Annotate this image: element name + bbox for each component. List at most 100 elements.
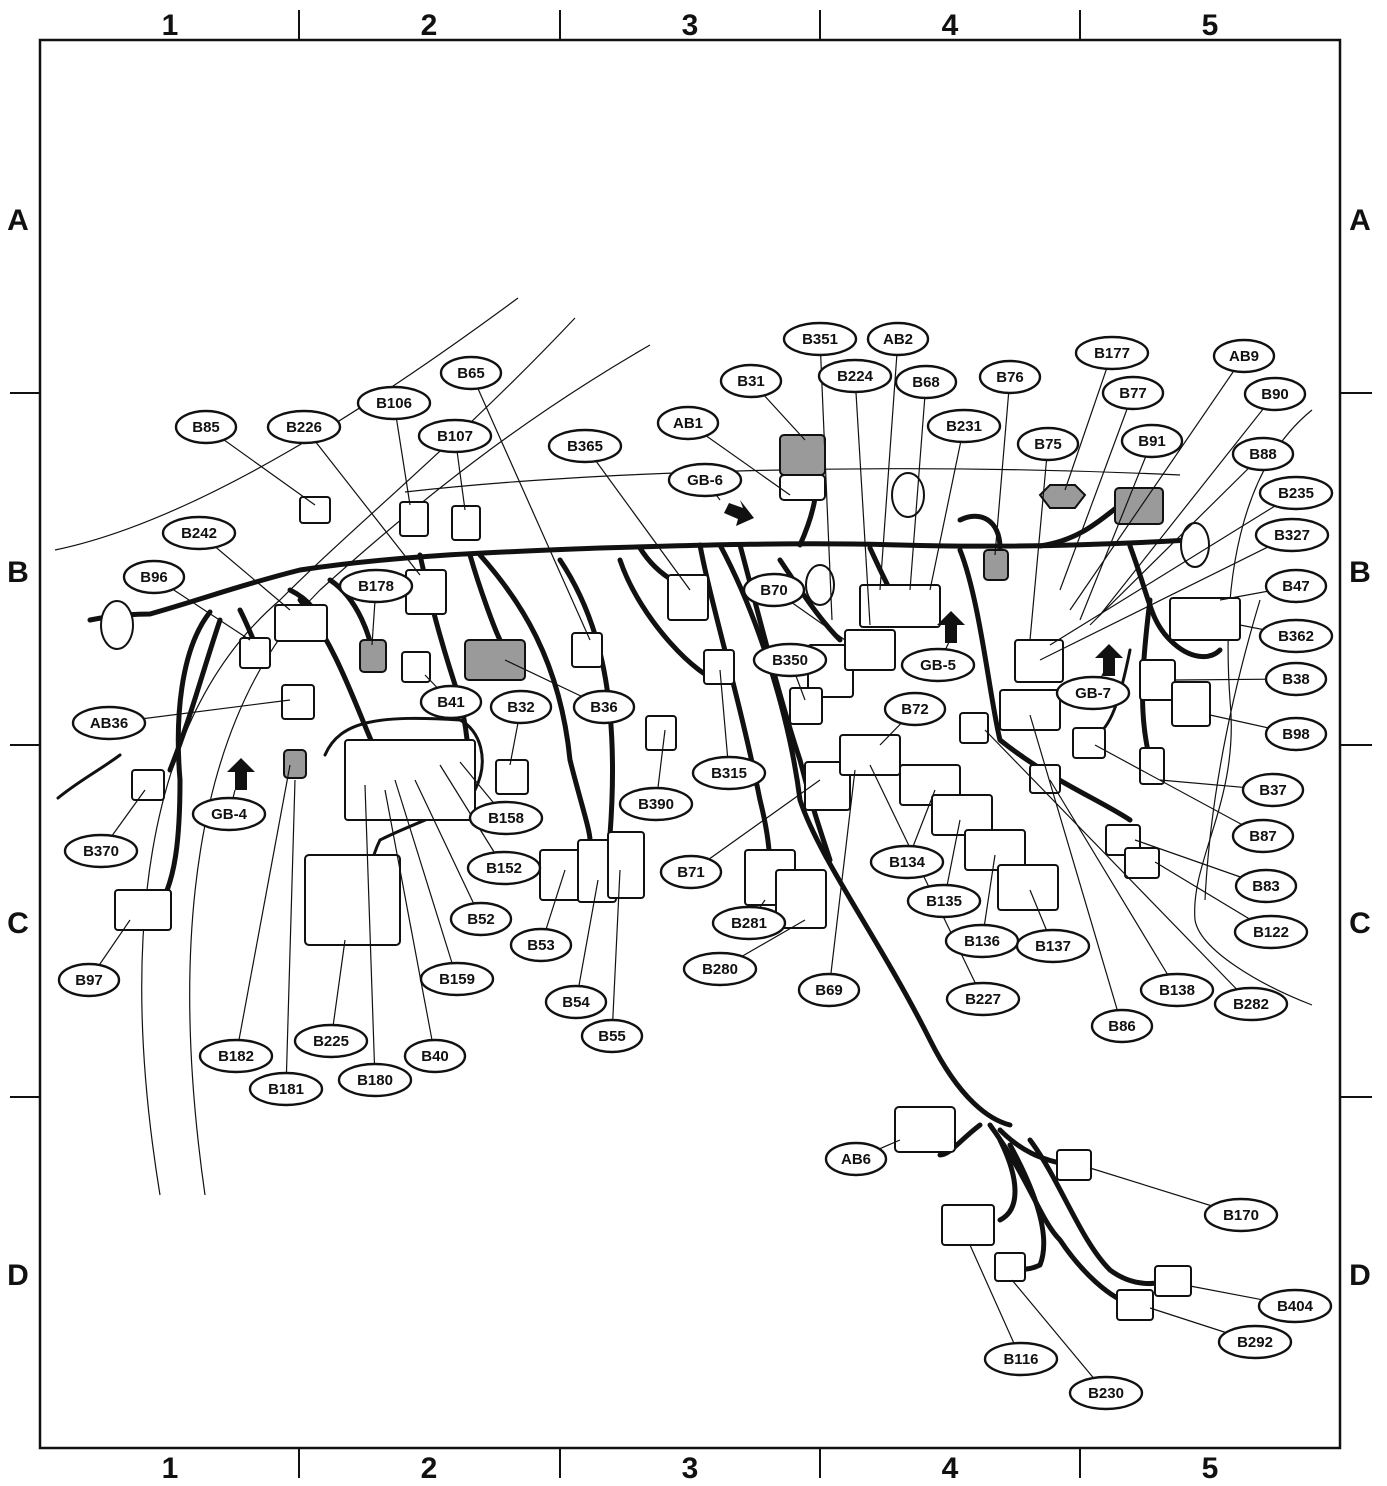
callout-b70[interactable]: B70 [742, 572, 806, 608]
callout-gb-5[interactable]: GB-5 [900, 647, 976, 683]
grommet-center [805, 564, 835, 606]
callout-ab1[interactable]: AB1 [656, 405, 720, 441]
callout-b177[interactable]: B177 [1074, 335, 1150, 371]
callout-b158[interactable]: B158 [468, 800, 544, 836]
callout-b350[interactable]: B350 [752, 642, 828, 678]
callout-bubble [866, 321, 930, 357]
callout-bubble [1243, 376, 1307, 412]
callout-b68[interactable]: B68 [894, 364, 958, 400]
callout-b351[interactable]: B351 [782, 321, 858, 357]
callout-b362[interactable]: B362 [1258, 618, 1334, 654]
callout-b282[interactable]: B282 [1213, 986, 1289, 1022]
callout-b292[interactable]: B292 [1217, 1324, 1293, 1360]
callout-label: B36 [590, 699, 618, 716]
callout-label: B136 [964, 933, 1000, 950]
callout-b87[interactable]: B87 [1231, 818, 1295, 854]
callout-ab36[interactable]: AB36 [71, 705, 147, 741]
callout-gb-7[interactable]: GB-7 [1055, 675, 1131, 711]
callout-b47[interactable]: B47 [1264, 568, 1328, 604]
leader-b88 [1089, 453, 1264, 626]
callout-b231[interactable]: B231 [926, 408, 1002, 444]
callout-b137[interactable]: B137 [1015, 928, 1091, 964]
callout-b134[interactable]: B134 [869, 844, 945, 880]
connector-b177 [1038, 484, 1087, 509]
callout-b235[interactable]: B235 [1258, 475, 1334, 511]
callout-b226[interactable]: B226 [266, 409, 342, 445]
callout-b90[interactable]: B90 [1243, 376, 1307, 412]
callout-ab6[interactable]: AB6 [824, 1141, 888, 1177]
callout-b96[interactable]: B96 [122, 559, 186, 595]
callout-b71[interactable]: B71 [659, 854, 723, 890]
callout-b178[interactable]: B178 [338, 568, 414, 604]
callout-b315[interactable]: B315 [691, 755, 767, 791]
callout-b281[interactable]: B281 [711, 905, 787, 941]
callout-ab2[interactable]: AB2 [866, 321, 930, 357]
callout-b38[interactable]: B38 [1264, 661, 1328, 697]
callout-b106[interactable]: B106 [356, 385, 432, 421]
callout-b152[interactable]: B152 [466, 850, 542, 886]
callout-b182[interactable]: B182 [198, 1038, 274, 1074]
callout-label: B231 [946, 418, 982, 435]
callout-b180[interactable]: B180 [337, 1062, 413, 1098]
callout-b227[interactable]: B227 [945, 981, 1021, 1017]
callout-b107[interactable]: B107 [417, 418, 493, 454]
callout-bubble [547, 428, 623, 464]
callout-b159[interactable]: B159 [419, 961, 495, 997]
callout-bubble [900, 647, 976, 683]
connector-b77 [1114, 487, 1164, 525]
callout-bubble [1264, 661, 1328, 697]
callout-b77[interactable]: B77 [1101, 375, 1165, 411]
callout-b75[interactable]: B75 [1016, 426, 1080, 462]
callout-b225[interactable]: B225 [293, 1023, 369, 1059]
callout-b53[interactable]: B53 [509, 927, 573, 963]
callout-bubble [71, 705, 147, 741]
callout-b224[interactable]: B224 [817, 358, 893, 394]
callout-b86[interactable]: B86 [1090, 1008, 1154, 1044]
callout-b370[interactable]: B370 [63, 833, 139, 869]
callout-gb-4[interactable]: GB-4 [191, 796, 267, 832]
callout-b97[interactable]: B97 [57, 962, 121, 998]
leader-b86 [1029, 714, 1123, 1027]
callout-b37[interactable]: B37 [1241, 772, 1305, 808]
callout-b55[interactable]: B55 [580, 1018, 644, 1054]
callout-b181[interactable]: B181 [248, 1071, 324, 1107]
callout-b52[interactable]: B52 [449, 901, 513, 937]
callout-b135[interactable]: B135 [906, 883, 982, 919]
callout-b242[interactable]: B242 [161, 515, 237, 551]
callout-b365[interactable]: B365 [547, 428, 623, 464]
callout-bubble [1231, 436, 1295, 472]
callout-b54[interactable]: B54 [544, 984, 608, 1020]
callout-b31[interactable]: B31 [719, 363, 783, 399]
callout-b36[interactable]: B36 [572, 689, 636, 725]
callout-bubble [439, 355, 503, 391]
callout-b280[interactable]: B280 [682, 951, 758, 987]
callout-b404[interactable]: B404 [1257, 1288, 1333, 1324]
callout-b69[interactable]: B69 [797, 972, 861, 1008]
callout-label: B77 [1119, 385, 1147, 402]
callout-b41[interactable]: B41 [419, 684, 483, 720]
callout-b83[interactable]: B83 [1234, 868, 1298, 904]
callout-bubble [667, 462, 743, 498]
callout-b91[interactable]: B91 [1120, 423, 1184, 459]
callout-b230[interactable]: B230 [1068, 1375, 1144, 1411]
callout-b390[interactable]: B390 [618, 786, 694, 822]
callout-b327[interactable]: B327 [1254, 517, 1330, 553]
callout-b98[interactable]: B98 [1264, 716, 1328, 752]
callout-b65[interactable]: B65 [439, 355, 503, 391]
callout-b136[interactable]: B136 [944, 923, 1020, 959]
callout-b88[interactable]: B88 [1231, 436, 1295, 472]
callout-label: B135 [926, 893, 962, 910]
callout-bubble [174, 409, 238, 445]
callout-ab9[interactable]: AB9 [1212, 338, 1276, 374]
callout-b170[interactable]: B170 [1203, 1197, 1279, 1233]
callout-b32[interactable]: B32 [489, 689, 553, 725]
callout-b76[interactable]: B76 [978, 359, 1042, 395]
callout-b122[interactable]: B122 [1233, 914, 1309, 950]
callout-gb-6[interactable]: GB-6 [667, 462, 743, 498]
callout-b85[interactable]: B85 [174, 409, 238, 445]
callout-b40[interactable]: B40 [403, 1038, 467, 1074]
callout-bubble [797, 972, 861, 1008]
callout-b72[interactable]: B72 [883, 691, 947, 727]
callout-b138[interactable]: B138 [1139, 972, 1215, 1008]
callout-b116[interactable]: B116 [983, 1341, 1059, 1377]
